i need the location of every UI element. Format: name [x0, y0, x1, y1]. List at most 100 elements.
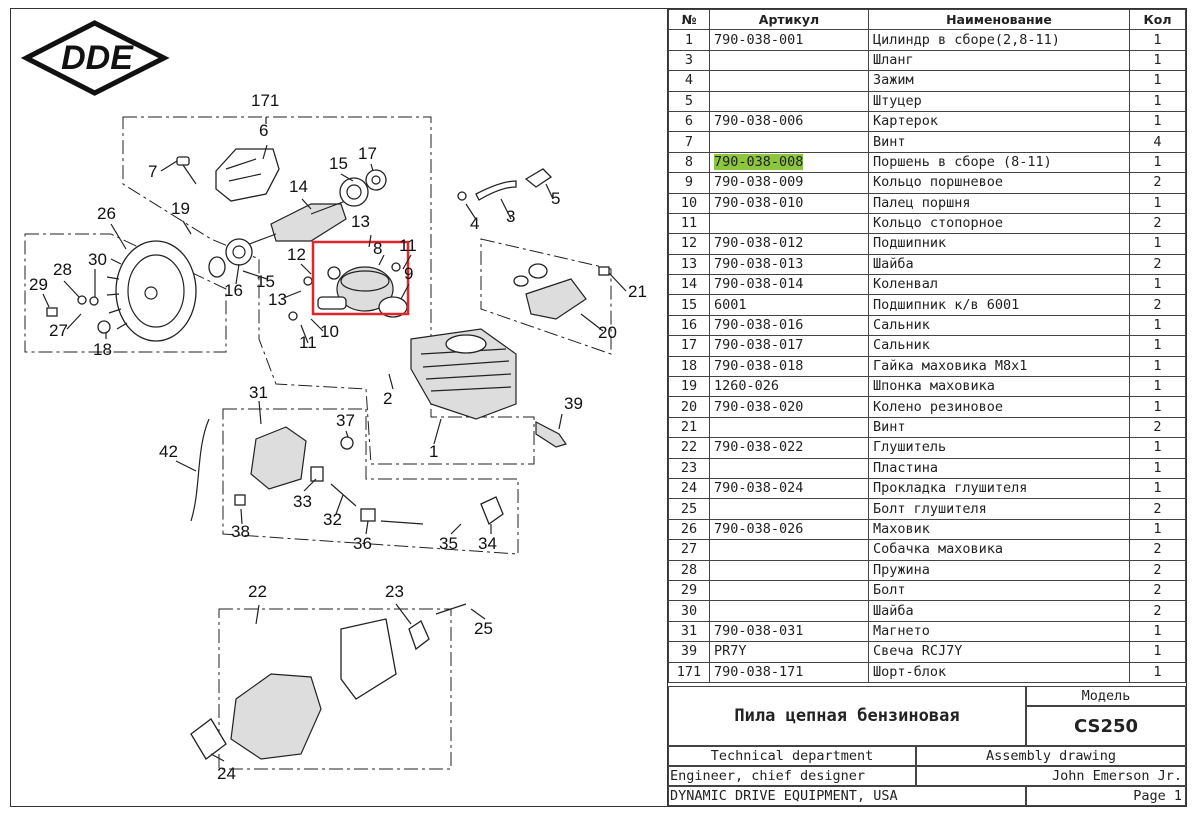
- department: Technical department: [710, 748, 874, 764]
- svg-text:32: 32: [323, 510, 342, 529]
- row-num: 11: [668, 212, 710, 235]
- part-cylinder: [410, 328, 517, 420]
- row-article: 790-038-010: [709, 192, 869, 214]
- svg-text:4: 4: [470, 214, 479, 233]
- svg-text:8: 8: [373, 239, 382, 258]
- part-spring-28: [77, 295, 87, 305]
- row-article: [709, 579, 869, 602]
- svg-text:20: 20: [598, 323, 617, 342]
- svg-text:33: 33: [293, 492, 312, 511]
- row-qty: 2: [1129, 253, 1186, 276]
- row-article: [709, 416, 869, 439]
- row-article: 790-038-018: [709, 355, 869, 378]
- row-num: 22: [668, 437, 710, 459]
- part-intake-elbow: [513, 263, 587, 320]
- row-qty: 1: [1129, 192, 1186, 214]
- row-name: Собачка маховика: [868, 539, 1130, 561]
- model-value: CS250: [1073, 715, 1139, 737]
- row-num: 24: [668, 477, 710, 500]
- row-name: Свеча RCJ7Y: [868, 641, 1130, 663]
- row-num: 26: [668, 518, 710, 541]
- row-qty: 2: [1129, 539, 1186, 561]
- svg-text:31: 31: [249, 383, 268, 402]
- row-qty: 1: [1129, 233, 1186, 255]
- part-muffler: [190, 603, 467, 760]
- row-qty: 1: [1129, 29, 1186, 51]
- svg-text:27: 27: [49, 321, 68, 340]
- page-number: Page 1: [1133, 788, 1182, 804]
- row-article: [709, 498, 869, 520]
- row-article: 790-038-017: [709, 335, 869, 357]
- part-nut-18: [97, 320, 111, 334]
- header-qty: Кол: [1129, 8, 1186, 31]
- row-num: 18: [668, 355, 710, 378]
- row-qty: 1: [1129, 110, 1186, 133]
- svg-text:15: 15: [256, 272, 275, 291]
- title-block: Пила цепная бензиновая Модель CS250 Tech…: [668, 686, 1186, 806]
- svg-text:5: 5: [551, 189, 560, 208]
- part-screw-7: [176, 156, 197, 185]
- row-num: 23: [668, 457, 710, 479]
- row-qty: 2: [1129, 498, 1186, 520]
- row-article: 790-038-013: [709, 253, 869, 276]
- header-name: Наименование: [868, 8, 1130, 31]
- row-article: [709, 212, 869, 235]
- row-qty: 1: [1129, 437, 1186, 459]
- svg-text:34: 34: [478, 534, 497, 553]
- svg-text:10: 10: [320, 322, 339, 341]
- row-name: Сальник: [868, 335, 1130, 357]
- row-num: 16: [668, 314, 710, 337]
- sheet-frame: [10, 8, 1187, 807]
- row-qty: 1: [1129, 355, 1186, 378]
- part-seal-17: [365, 169, 387, 191]
- part-bearing-15-bottom: [225, 238, 253, 266]
- svg-text:23: 23: [385, 582, 404, 601]
- row-num: 1: [668, 29, 710, 51]
- svg-text:13: 13: [351, 212, 370, 231]
- svg-text:30: 30: [88, 250, 107, 269]
- row-name: Шпонка маховика: [868, 376, 1130, 398]
- part-flywheel: [106, 240, 197, 342]
- row-qty: 2: [1129, 294, 1186, 316]
- row-article: 790-038-022: [709, 437, 869, 459]
- row-name: Прокладка глушителя: [868, 477, 1130, 500]
- svg-text:16: 16: [224, 281, 243, 300]
- row-num: 20: [668, 396, 710, 418]
- row-num: 17: [668, 335, 710, 357]
- row-article: 790-038-006: [709, 110, 869, 133]
- parts-table-header: № Артикул Наименование Кол: [668, 8, 1186, 31]
- row-num: 39: [668, 641, 710, 663]
- svg-text:14: 14: [289, 177, 308, 196]
- row-qty: 1: [1129, 620, 1186, 643]
- svg-text:1: 1: [429, 442, 438, 461]
- svg-text:26: 26: [97, 204, 116, 223]
- svg-text:42: 42: [159, 442, 178, 461]
- row-qty: 2: [1129, 212, 1186, 235]
- svg-text:19: 19: [171, 199, 190, 218]
- row-num: 25: [668, 498, 710, 520]
- part-screw-21: [598, 266, 610, 276]
- row-num: 30: [668, 600, 710, 622]
- row-name: Шайба: [868, 600, 1130, 622]
- row-num: 7: [668, 131, 710, 153]
- highlighted-article: 790-038-008: [714, 153, 804, 170]
- company: DYNAMIC DRIVE EQUIPMENT, USA: [670, 788, 898, 804]
- row-qty: 1: [1129, 49, 1186, 72]
- header-article: Артикул: [709, 8, 869, 31]
- row-name: Палец поршня: [868, 192, 1130, 214]
